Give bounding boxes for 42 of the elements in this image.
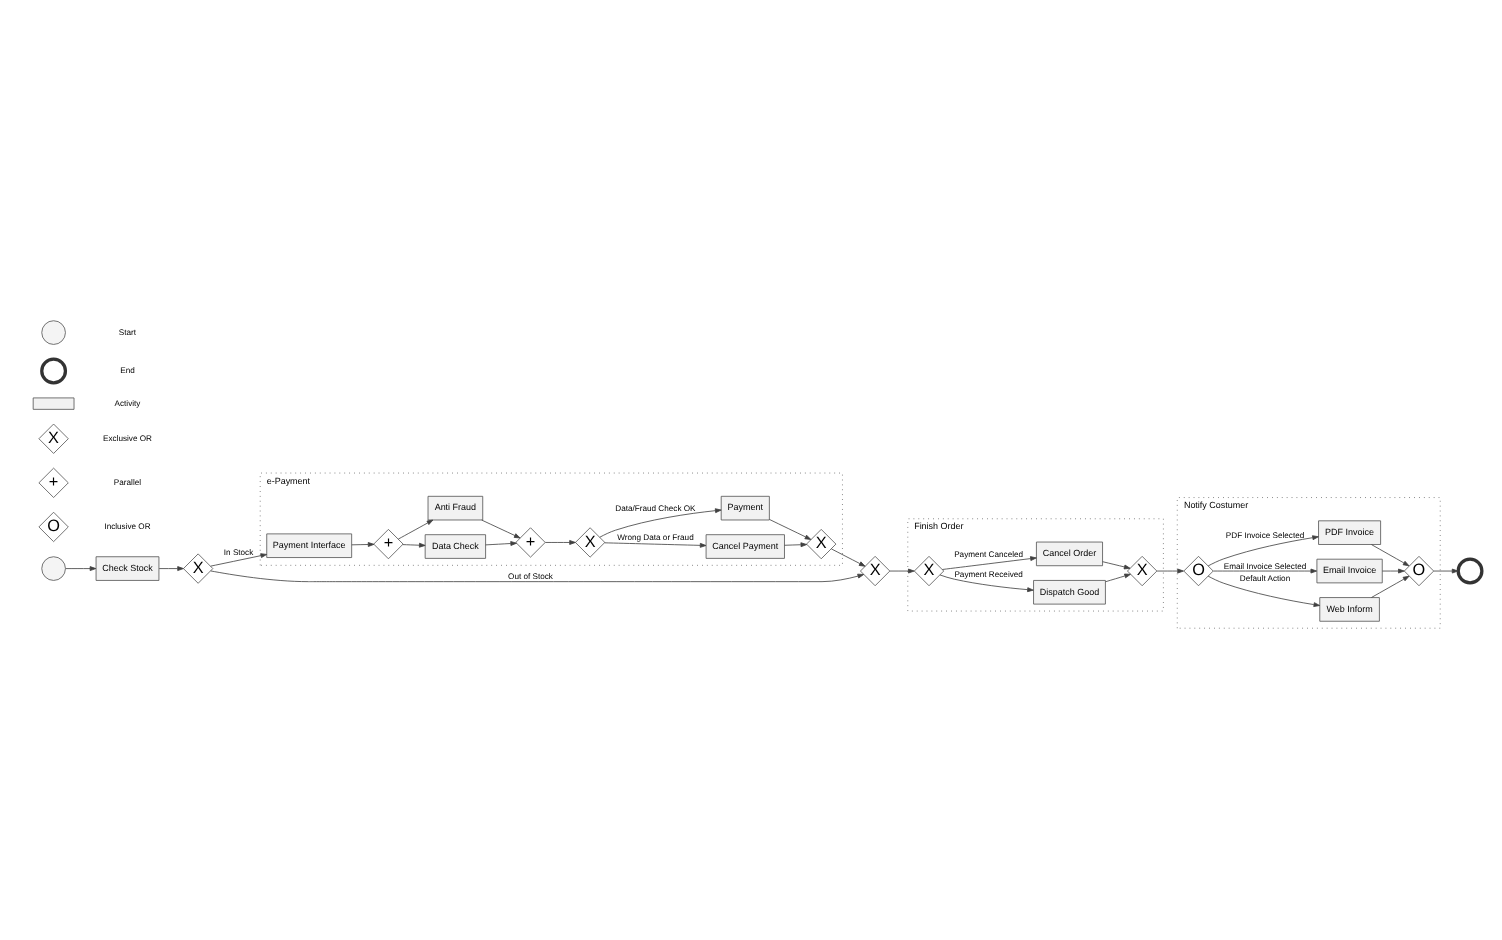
- node-diamond: X: [913, 554, 945, 586]
- arrow: [1213, 567, 1318, 573]
- node-circle: [40, 356, 68, 384]
- arrow: [604, 541, 707, 547]
- arrow: [481, 518, 521, 538]
- arrow: [831, 547, 866, 566]
- arrow: [599, 507, 722, 537]
- arrow: [942, 555, 1037, 569]
- node-box: [32, 396, 75, 409]
- arrow: [351, 541, 375, 546]
- arrow: [889, 567, 915, 573]
- arrow: [65, 565, 97, 570]
- arrow: [769, 518, 812, 539]
- arrow: [210, 569, 865, 582]
- node-diamond: X: [575, 526, 606, 557]
- arrow: [784, 541, 808, 547]
- node-diamond: O: [1183, 554, 1214, 586]
- node-circle: [41, 319, 66, 344]
- arrow: [1156, 567, 1184, 573]
- arrow: [1207, 534, 1319, 566]
- arrow: [210, 552, 268, 566]
- arrow: [1102, 560, 1131, 569]
- arrow: [1207, 574, 1321, 606]
- node-circle: [41, 555, 66, 580]
- arrow: [1105, 572, 1131, 582]
- node-diamond: X: [38, 422, 69, 453]
- node-circle: [1456, 556, 1484, 584]
- arrow: [1371, 574, 1410, 597]
- node-diamond: X: [183, 552, 214, 583]
- arrow: [544, 539, 576, 544]
- arrow: [158, 565, 184, 570]
- node-diamond: +: [373, 528, 404, 559]
- arrow: [1371, 543, 1410, 566]
- arrow: [397, 518, 434, 539]
- arrow: [485, 540, 517, 545]
- arrow: [402, 541, 426, 547]
- node-diamond: +: [38, 466, 69, 497]
- arrow: [1381, 567, 1405, 573]
- node-diamond: X: [1127, 554, 1158, 586]
- node-diamond: O: [38, 510, 69, 542]
- arrow: [1433, 567, 1459, 573]
- arrow: [939, 573, 1034, 592]
